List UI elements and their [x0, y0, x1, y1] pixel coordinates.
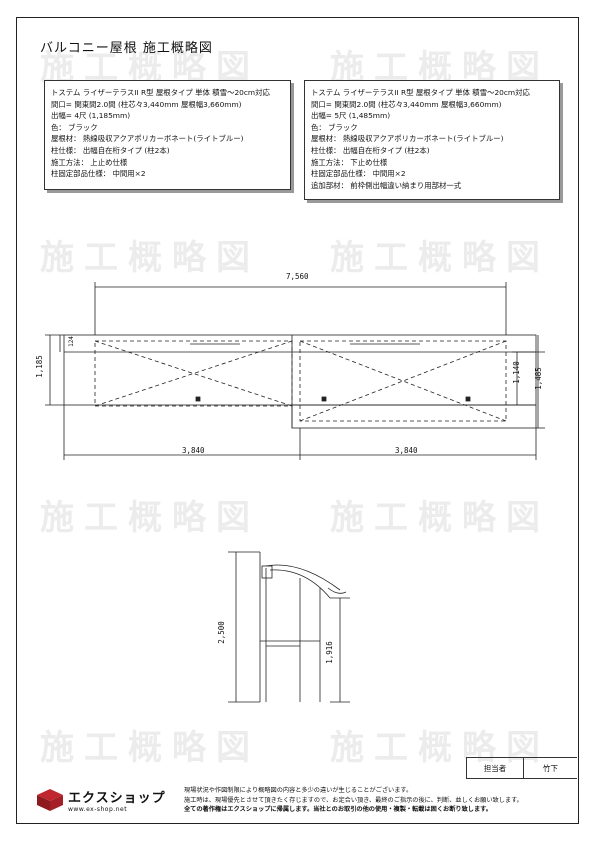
dimension-label-bottom-left: 3,840: [182, 446, 205, 455]
spec-line: 施工方法： 上止め仕様: [51, 157, 128, 167]
watermark-text: 施工概略図: [40, 238, 260, 278]
watermark-text: 施工概略図: [330, 728, 550, 768]
dimension-label-bottom-right: 3,840: [395, 446, 418, 455]
spec-line: 間口= 関東間2.0間 (柱芯々3,440mm 屋根幅3,660mm): [311, 99, 502, 109]
spec-box-right: トステム ライザーテラスII R型 屋根タイプ 単体 積雪～20cm対応 間口=…: [304, 80, 560, 200]
stamp-value: 竹下: [543, 763, 558, 773]
spec-line: 色： ブラック: [51, 122, 98, 132]
page-title: バルコニー屋根 施工概略図: [40, 41, 213, 56]
spec-line: 出幅= 5尺 (1,485mm): [311, 111, 391, 121]
note-line: 現場状況や作図制限により概略図の内容と多少の違いが生じることがございます。: [184, 787, 413, 794]
dimension-label-inner: 1,916: [324, 641, 334, 664]
spec-line: 屋根材： 熱線吸収アクアポリカーボネート(ライトブルー): [311, 134, 504, 144]
note-line: 全ての著作権はエクスショップに帰属します。当社とのお取引の他の使用・複製・転載は…: [184, 806, 492, 813]
spec-line: 柱仕様： 出幅自在桁タイプ (柱2本): [311, 145, 430, 155]
logo-name: エクスショップ: [68, 791, 166, 806]
stamp-box: 担当者 竹下: [466, 757, 577, 779]
logo-url: www.ex-shop.net: [68, 806, 128, 813]
spec-line: 柱固定部品仕様： 中間用×2: [311, 169, 406, 179]
watermark-text: 施工概略図: [330, 238, 550, 278]
dimension-label-right-b: 1,485: [533, 367, 543, 390]
spec-box-left: トステム ライザーテラスII R型 屋根タイプ 単体 積雪～20cm対応 間口=…: [44, 80, 291, 190]
watermark-text: 施工概略図: [330, 498, 550, 538]
spec-line: 施工方法： 下止め仕様: [311, 157, 388, 167]
spec-line: 柱仕様： 出幅自在桁タイプ (柱2本): [51, 145, 170, 155]
spec-line: トステム ライザーテラスII R型 屋根タイプ 単体 積雪～20cm対応: [311, 88, 530, 97]
spec-line: 間口= 関東間2.0間 (柱芯々3,440mm 屋根幅3,660mm): [51, 99, 242, 109]
dimension-label-left-b: 124: [67, 336, 75, 347]
dimension-label-left-a: 1,185: [34, 355, 44, 378]
cube-logo-icon: [37, 789, 63, 811]
spec-line: トステム ライザーテラスII R型 屋根タイプ 単体 積雪～20cm対応: [51, 88, 270, 97]
spec-line: 柱固定部品仕様： 中間用×2: [51, 169, 146, 179]
spec-line: 出幅= 4尺 (1,185mm): [51, 111, 131, 121]
watermark-text: 施工概略図: [40, 498, 260, 538]
disclaimer-note: 現場状況や作図制限により概略図の内容と多少の違いが生じることがございます。 施工…: [184, 786, 523, 815]
page-frame: [16, 17, 579, 824]
dimension-label-top: 7,560: [286, 272, 309, 281]
stamp-label: 担当者: [466, 758, 524, 778]
spec-line: 色： ブラック: [311, 122, 358, 132]
dimension-label-right-a: 1,140: [511, 361, 521, 384]
watermark-text: 施工概略図: [40, 728, 260, 768]
spec-line: 追加部材： 前枠側出幅違い納まり用部材一式: [311, 180, 462, 190]
company-logo: エクスショップ www.ex-shop.net: [36, 787, 166, 813]
dimension-label-height: 2,500: [216, 621, 226, 644]
spec-line: 屋根材： 熱線吸収アクアポリカーボネート(ライトブルー): [51, 134, 244, 144]
note-line: 施工時は、現場優先とさせて頂きたく存じますので、お定合い頂き、最終のご指示の後に…: [184, 796, 523, 804]
